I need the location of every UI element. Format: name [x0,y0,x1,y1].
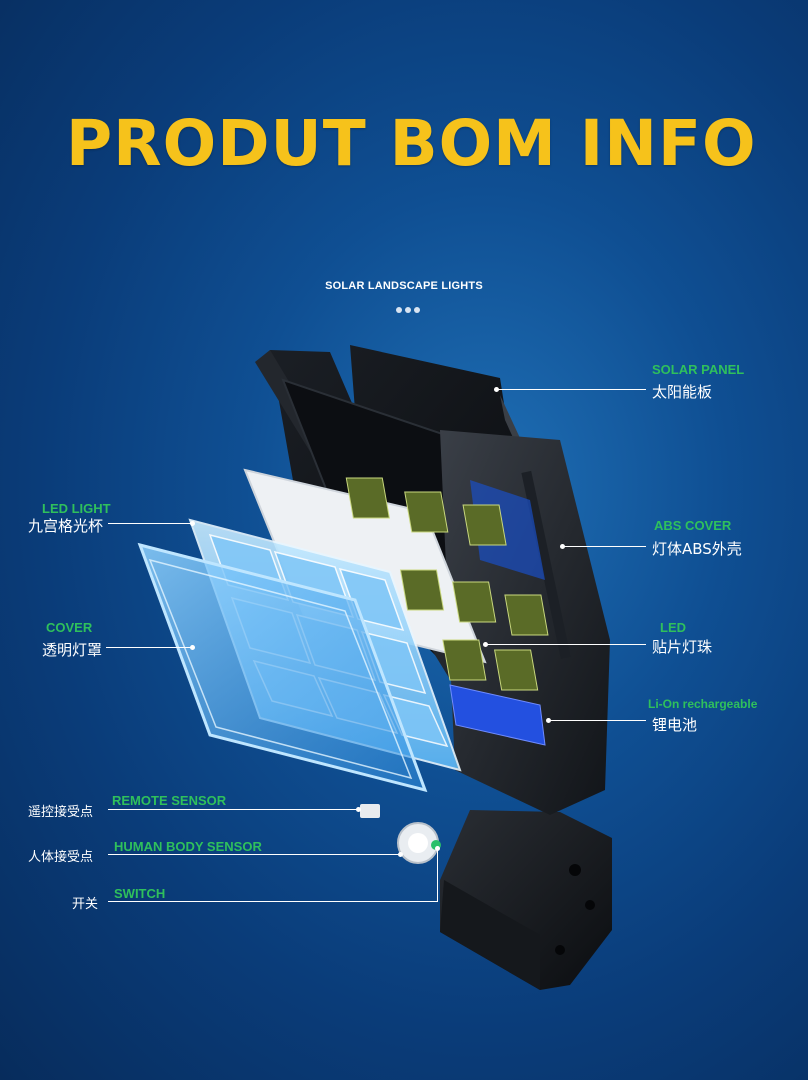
switch-pointer [435,846,440,851]
human-sensor-label-cn: 人体接受点 [28,850,94,865]
remote-sensor-label-en: REMOTE SENSOR [112,793,227,808]
led-light-leader [108,523,192,524]
battery-leader [550,720,646,721]
led-pointer [483,642,488,647]
led-leader [487,644,646,645]
solar-panel-pointer [494,387,499,392]
abs-cover-label-cn: 灯体ABS外壳 [652,540,742,558]
solar-panel-label-en: SOLAR PANEL [652,362,745,377]
switch-label-cn: 开关 [72,897,99,912]
led-label-cn: 贴片灯珠 [652,638,713,656]
remote-sensor-label-cn: 遥控接受点 [28,805,94,820]
human-sensor-label-en: HUMAN BODY SENSOR [114,839,262,854]
switch-leader [108,901,438,902]
product-subtitle: SOLAR LANDSCAPE LIGHTS [325,280,483,292]
led-light-label-en: LED LIGHT [42,501,111,516]
remote-sensor-part [360,804,380,818]
remote-sensor-leader [108,809,358,810]
battery-block [449,684,546,746]
page-title: PRODUT BOM INFO [66,107,757,180]
cover-label-cn: 透明灯罩 [42,641,103,659]
cover-label-en: COVER [46,620,93,635]
human-sensor-part [397,822,439,864]
battery-pointer [546,718,551,723]
solar-panel-label-cn: 太阳能板 [652,383,713,401]
switch-label-en: SWITCH [114,886,166,901]
abs-cover-label-en: ABS COVER [654,518,732,533]
led-light-label-cn: 九宫格光杯 [28,517,104,535]
human-sensor-pointer [398,852,403,857]
pagination-dots [396,300,426,313]
cover-pointer [190,645,195,650]
cover-leader [106,647,192,648]
remote-sensor-pointer [356,807,361,812]
transparent-cover [137,542,428,793]
abs-cover-pointer [560,544,565,549]
battery-label-cn: 锂电池 [652,716,698,734]
mounting-base [440,810,612,990]
led-label-en: LED [660,620,686,635]
battery-label-en: Li-On rechargeable [648,697,758,711]
solar-panel-leader [498,389,646,390]
led-light-pointer [190,521,195,526]
human-sensor-leader [108,854,400,855]
switch-leader-vertical [437,850,438,902]
abs-cover-leader [564,546,646,547]
